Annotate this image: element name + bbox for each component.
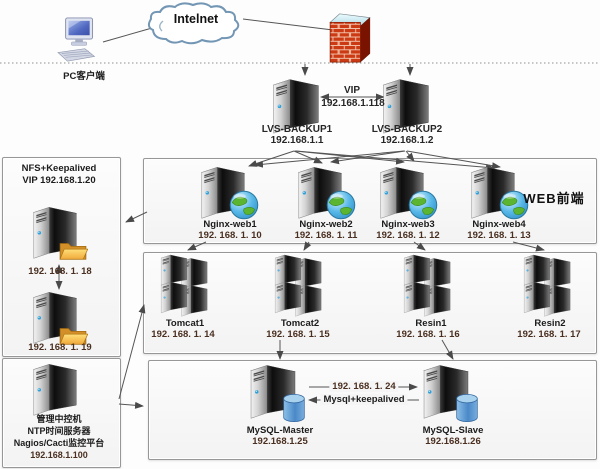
management-zone — [2, 358, 121, 468]
pc-computer-icon — [56, 16, 106, 66]
resin2-name: Resin2 — [534, 318, 566, 329]
tomcat2-ip: 192. 168. 1. 15 — [266, 329, 330, 340]
vip-label: VIP — [343, 85, 361, 96]
nfs-zone-title-line1: NFS+Keepalived — [21, 163, 97, 174]
mysql-slave-ip: 192.168.1.26 — [425, 436, 481, 447]
nginx-web4-name: Nginx-web4 — [472, 219, 526, 230]
nfs-node2-ip: 192. 168. 1. 19 — [28, 342, 92, 353]
nginx-web3-name: Nginx-web3 — [381, 219, 435, 230]
resin2-cluster-icon — [513, 253, 583, 319]
nfs-zone-title-line2: VIP 192.168.1.20 — [22, 175, 96, 186]
web-zone-label: WEB前端 — [523, 191, 585, 206]
nginx-web1-name: Nginx-web1 — [203, 219, 257, 230]
lvs-backup2-name: LVS-BACKUP2 — [371, 124, 443, 135]
nginx-web3-ip: 192. 168. 1. 12 — [376, 230, 440, 241]
tomcat2-cluster-icon — [264, 253, 334, 319]
management-label-line2: NTP时间服务器 — [27, 426, 91, 436]
database-cylinder-icon — [281, 393, 307, 423]
nginx-web1-ip: 192. 168. 1. 10 — [198, 230, 262, 241]
mysql-slave-name: MySQL-Slave — [422, 425, 484, 436]
mysql-replication-ip: 192. 168. 1. 24 — [329, 381, 399, 392]
firewall-icon — [327, 11, 373, 64]
globe-icon — [326, 190, 356, 220]
mysql-master-server-icon — [248, 362, 308, 424]
resin1-cluster-icon — [393, 253, 463, 319]
nginx-web2-ip: 192. 168. 1. 11 — [294, 230, 358, 241]
lvs-backup2-ip: 192.168.1.2 — [380, 135, 434, 146]
management-ip: 192.168.1.100 — [30, 450, 88, 460]
nginx-web4-ip: 192. 168. 1. 13 — [467, 230, 531, 241]
internet-label: Intelnet — [173, 12, 219, 26]
lvs-backup1-name: LVS-BACKUP1 — [261, 124, 333, 135]
resin2-ip: 192. 168. 1. 17 — [517, 329, 581, 340]
nginx-web2-name: Nginx-web2 — [299, 219, 353, 230]
management-server-icon — [30, 361, 80, 417]
globe-icon — [229, 190, 259, 220]
database-zone — [148, 360, 597, 460]
nfs-node1-ip: 192. 168. 1. 18 — [28, 266, 92, 277]
lvs-backup1-ip: 192.168.1.1 — [270, 135, 324, 146]
tomcat1-ip: 192. 168. 1. 14 — [151, 329, 215, 340]
globe-icon — [408, 190, 438, 220]
resin1-name: Resin1 — [415, 318, 447, 329]
folder-icon — [58, 238, 88, 262]
management-label-line3: Nagios/Cacti监控平台 — [13, 438, 105, 448]
app-server-zone — [143, 252, 597, 354]
nginx-web4-server-icon — [469, 164, 531, 222]
nginx-web1-server-icon — [199, 164, 261, 222]
mysql-replication-label: Mysql+keepalived — [320, 394, 408, 405]
nfs-node2-server-icon — [30, 289, 88, 347]
nfs-node1-server-icon — [30, 204, 88, 262]
pc-client-label: PC客户端 — [63, 71, 105, 82]
internet-cloud-icon: Intelnet — [146, 1, 246, 45]
management-label-line1: 管理中控机 — [36, 414, 82, 424]
tomcat1-cluster-icon — [150, 253, 220, 319]
mysql-slave-server-icon — [421, 362, 481, 424]
resin1-ip: 192. 168. 1. 16 — [396, 329, 460, 340]
tomcat2-name: Tomcat2 — [280, 318, 320, 329]
nginx-web2-server-icon — [296, 164, 358, 222]
database-cylinder-icon — [454, 393, 480, 423]
vip-ip: 192.168.1.118 — [321, 98, 385, 109]
mysql-master-ip: 192.168.1.25 — [252, 436, 308, 447]
nginx-web3-server-icon — [378, 164, 440, 222]
mysql-master-name: MySQL-Master — [246, 425, 314, 436]
tomcat1-name: Tomcat1 — [165, 318, 205, 329]
